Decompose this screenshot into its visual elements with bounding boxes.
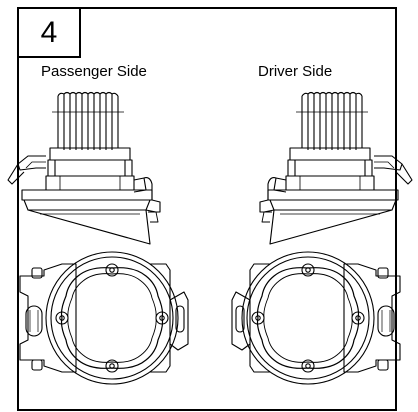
driver-side-profile xyxy=(259,91,413,245)
passenger-side-profile xyxy=(7,91,161,245)
step-number-box: 4 xyxy=(19,9,81,58)
passenger-front-view xyxy=(19,251,189,385)
passenger-side-label: Passenger Side xyxy=(41,63,147,80)
driver-front-view xyxy=(231,251,401,385)
step-number: 4 xyxy=(40,15,58,49)
driver-side-label: Driver Side xyxy=(258,63,333,80)
step-panel-frame: 4 xyxy=(17,7,397,411)
